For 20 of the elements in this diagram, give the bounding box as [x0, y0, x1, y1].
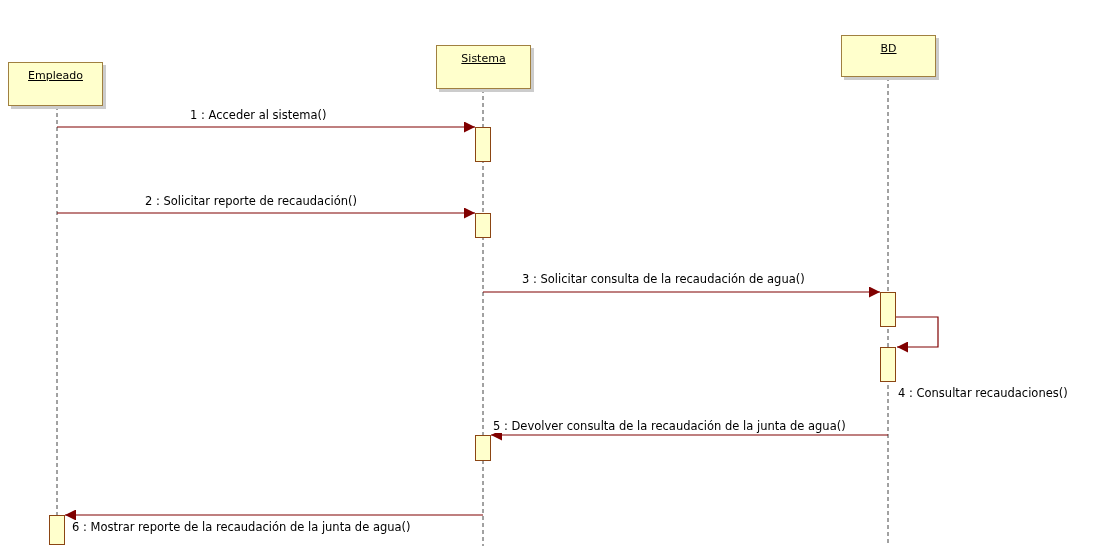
message-label: 5 : Devolver consulta de la recaudación de la junta de agua() [493, 419, 846, 433]
message-label: 6 : Mostrar reporte de la recaudación de la junta de agua() [72, 520, 411, 534]
object-box: Empleado [8, 62, 103, 106]
message-label: 3 : Solicitar consulta de la recaudación de agua() [522, 272, 805, 286]
message-arrow [56, 207, 476, 219]
message-label: 1 : Acceder al sistema() [190, 108, 327, 122]
object-box: Sistema [436, 45, 531, 89]
message-arrow [482, 286, 881, 298]
activation-bar [475, 213, 491, 238]
message-label: 2 : Solicitar reporte de recaudación() [145, 194, 357, 208]
activation-bar [880, 347, 896, 382]
activation-bar [880, 292, 896, 327]
message-label: 4 : Consultar recaudaciones() [898, 386, 1068, 400]
activation-bar [475, 127, 491, 162]
activation-bar [475, 435, 491, 461]
message-arrow [64, 509, 484, 521]
activation-bar [49, 515, 65, 545]
object-box: BD [841, 35, 936, 77]
message-arrow [56, 121, 476, 133]
message-arrow [895, 316, 939, 353]
